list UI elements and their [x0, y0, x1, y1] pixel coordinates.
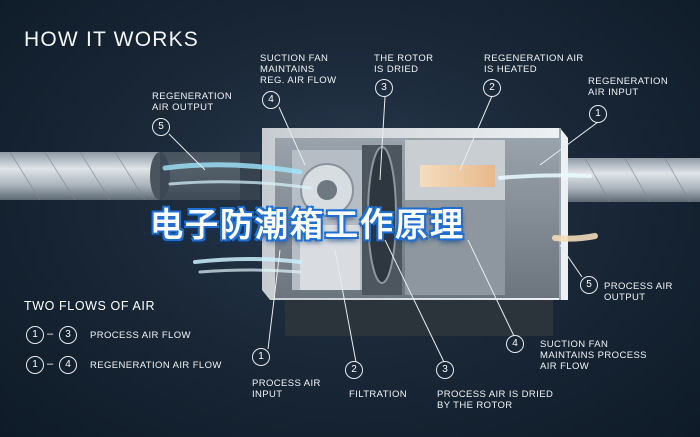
label-rotor-dried: THE ROTOR IS DRIED: [374, 53, 434, 75]
legend-title: TWO FLOWS OF AIR: [24, 299, 156, 313]
badge-suction-process: 4: [506, 335, 524, 353]
banner-title: 电子防潮箱工作原理: [150, 206, 465, 243]
label-filtration: FILTRATION: [349, 389, 408, 400]
legend-regen-dash: –: [47, 358, 54, 370]
left-duct: [0, 151, 260, 201]
air-flow-streaks: [162, 162, 598, 274]
legend-process-label: PROCESS AIR FLOW: [90, 330, 191, 341]
badge-regen-input: 1: [589, 105, 607, 123]
label-process-dried: PROCESS AIR IS DRIED BY THE ROTOR: [437, 389, 554, 411]
badge-process-dried: 3: [436, 361, 454, 379]
badge-regen-heated: 2: [483, 79, 501, 97]
legend-process-to: 3: [59, 326, 77, 344]
leader-lines: [168, 95, 599, 363]
dehumidifier-cabinet: [262, 128, 568, 336]
badge-process-input: 1: [252, 348, 270, 366]
label-process-input: PROCESS AIR INPUT: [252, 378, 321, 400]
badge-filtration: 2: [345, 361, 363, 379]
badge-rotor-dried: 3: [375, 79, 393, 97]
legend-regen-to: 4: [59, 356, 77, 374]
label-regen-heated: REGENERATION AIR IS HEATED: [484, 53, 584, 75]
label-process-output: PROCESS AIR OUTPUT: [604, 281, 673, 303]
legend-regen-label: REGENERATION AIR FLOW: [90, 360, 222, 371]
label-suction-regen: SUCTION FAN MAINTAINS REG. AIR FLOW: [260, 53, 337, 86]
label-regen-input: REGENERATION AIR INPUT: [588, 76, 669, 98]
badge-process-output: 5: [580, 276, 598, 294]
page-title: HOW IT WORKS: [24, 28, 200, 51]
legend-process-from: 1: [26, 326, 44, 344]
legend-process-dash: –: [47, 328, 54, 340]
label-regen-output: REGENERATION AIR OUTPUT: [152, 91, 233, 113]
badge-suction-regen: 4: [262, 91, 280, 109]
badge-regen-output: 5: [152, 118, 170, 136]
legend-regen-from: 1: [26, 356, 44, 374]
label-suction-process: SUCTION FAN MAINTAINS PROCESS AIR FLOW: [540, 339, 647, 372]
